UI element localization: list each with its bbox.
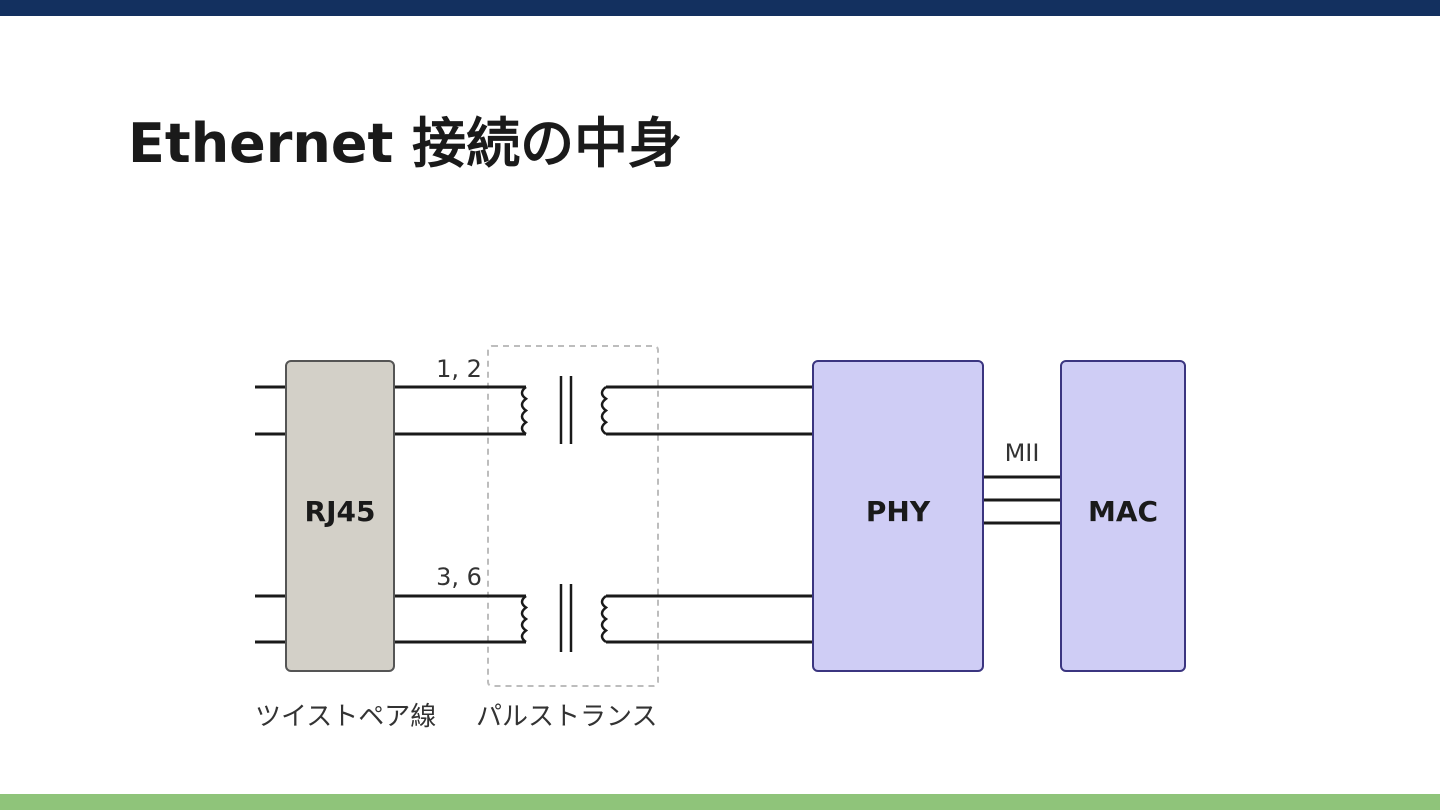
mac-block [1060,360,1186,672]
rj45-block [285,360,395,672]
transformer-pair-1 [520,376,609,444]
transformer-pair-2 [520,584,609,652]
pin-label-pair-1: 1, 2 [436,355,482,383]
pin-label-pair-2: 3, 6 [436,563,482,591]
primary-coil-1 [520,386,529,436]
mii-bus-wires [983,475,1061,525]
rj45-label: RJ45 [305,495,376,528]
secondary-coil-2 [600,595,609,644]
transformer-to-phy-wires [606,385,813,644]
pulse-transformer-caption: パルストランス [476,702,657,732]
slide-title: Ethernet 接続の中身 [128,112,683,175]
phy-block [812,360,984,672]
mac-label: MAC [1088,495,1158,528]
top-accent-bar [0,0,1440,16]
twisted-pair-caption: ツイストペア線 [255,702,436,732]
secondary-coil-1 [600,386,609,436]
mii-label: MII [1005,439,1040,467]
pulse-transformer-box [487,345,659,687]
phy-label: PHY [866,495,931,528]
twisted-pair-stubs [255,385,286,644]
primary-coil-2 [520,595,529,644]
bottom-accent-bar [0,794,1440,810]
rj45-to-transformer-wires [394,385,526,644]
